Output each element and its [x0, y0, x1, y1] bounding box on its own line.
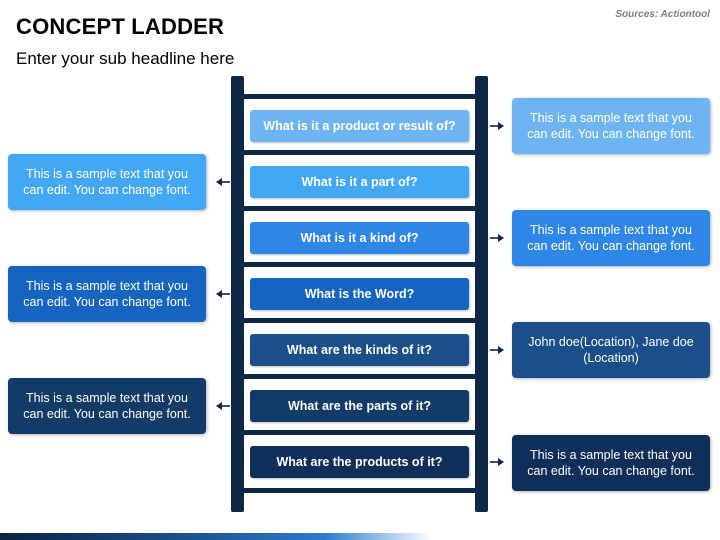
ladder-rung: [240, 262, 480, 267]
ladder-question-1[interactable]: What is it a product or result of?: [250, 110, 469, 142]
ladder-rail-left: [231, 76, 244, 512]
ladder-rung: [240, 488, 480, 493]
ladder-rung: [240, 94, 480, 99]
arrow-right-icon: [490, 346, 504, 354]
footer-band: [0, 533, 720, 540]
callout-box-1[interactable]: This is a sample text that you can edit.…: [512, 98, 710, 154]
ladder-question-4[interactable]: What is the Word?: [250, 278, 469, 310]
arrow-left-icon: [216, 402, 230, 410]
ladder-rail-right: [475, 76, 488, 512]
ladder-rung: [240, 206, 480, 211]
ladder-rung: [240, 374, 480, 379]
ladder-question-3[interactable]: What is it a kind of?: [250, 222, 469, 254]
callout-box-2[interactable]: This is a sample text that you can edit.…: [8, 154, 206, 210]
ladder-question-6[interactable]: What are the parts of it?: [250, 390, 469, 422]
ladder-question-7[interactable]: What are the products of it?: [250, 446, 469, 478]
page-subtitle: Enter your sub headline here: [16, 49, 235, 68]
ladder-rung: [240, 150, 480, 155]
arrow-left-icon: [216, 290, 230, 298]
ladder-question-2[interactable]: What is it a part of?: [250, 166, 469, 198]
arrow-right-icon: [490, 122, 504, 130]
source-note: Sources: Actiontool: [615, 9, 710, 20]
arrow-left-icon: [216, 178, 230, 186]
page-title: CONCEPT LADDER: [16, 14, 225, 39]
callout-box-7[interactable]: This is a sample text that you can edit.…: [512, 435, 710, 491]
ladder-rung: [240, 318, 480, 323]
callout-box-6[interactable]: This is a sample text that you can edit.…: [8, 378, 206, 434]
callout-box-5[interactable]: John doe(Location), Jane doe (Location): [512, 322, 710, 378]
arrow-right-icon: [490, 234, 504, 242]
callout-box-4[interactable]: This is a sample text that you can edit.…: [8, 266, 206, 322]
ladder-question-5[interactable]: What are the kinds of it?: [250, 334, 469, 366]
ladder-rung: [240, 430, 480, 435]
arrow-right-icon: [490, 458, 504, 466]
callout-box-3[interactable]: This is a sample text that you can edit.…: [512, 210, 710, 266]
